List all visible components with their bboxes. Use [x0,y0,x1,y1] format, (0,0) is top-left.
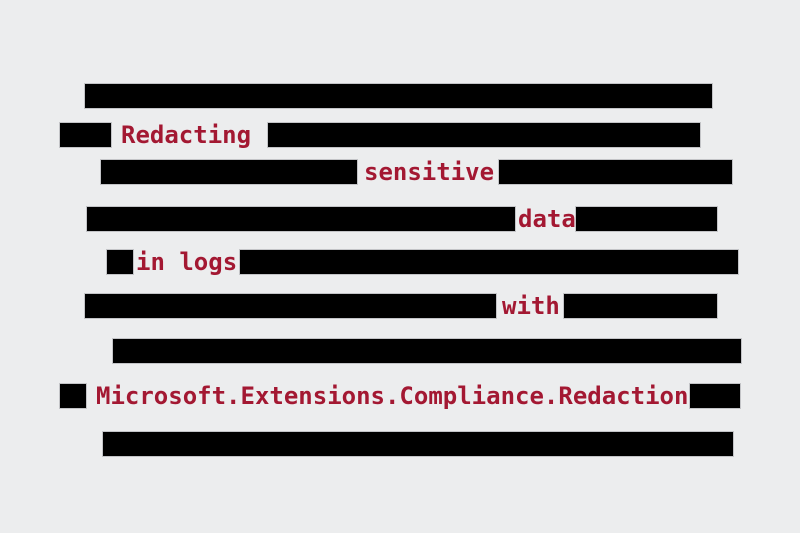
redaction-bar [85,84,712,108]
visible-word-with: with [502,292,560,320]
redaction-bar [85,294,496,318]
redaction-bar [690,384,740,408]
redaction-bar [60,123,111,147]
visible-word-redacting: Redacting [121,121,252,149]
visible-word-sensitive: sensitive [364,158,495,186]
redaction-bar [240,250,738,274]
redaction-bar [499,160,732,184]
redaction-bar [564,294,717,318]
redaction-bar [87,207,515,231]
visible-word-package-name: Microsoft.Extensions.Compliance.Redactio… [96,382,689,410]
redaction-bar [576,207,717,231]
redaction-bar [113,339,741,363]
redaction-bar [268,123,700,147]
redaction-bar [107,250,133,274]
redaction-bar [101,160,357,184]
visible-word-data: data [518,205,576,233]
redaction-bar [60,384,86,408]
redaction-bar [103,432,733,456]
visible-word-in-logs: in logs [136,248,238,276]
